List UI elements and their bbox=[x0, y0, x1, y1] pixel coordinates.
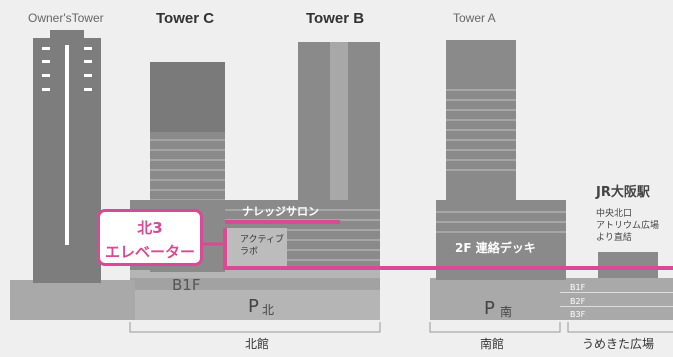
tower-b-core bbox=[330, 42, 348, 212]
jr-line1: 中央北口 bbox=[596, 209, 633, 219]
north-building-label: 北館 bbox=[245, 337, 270, 351]
b1f-label: B1F bbox=[172, 276, 201, 294]
callout-line2: エレベーター bbox=[104, 243, 195, 261]
umekita-label: うめきた広場 bbox=[582, 337, 655, 351]
north-podium-stripe-1 bbox=[130, 278, 380, 290]
south-bracket bbox=[429, 322, 561, 333]
owners-tower-label: Owner'sTower bbox=[28, 11, 104, 25]
tower-a bbox=[446, 40, 516, 205]
callout-line1: 北3 bbox=[137, 219, 163, 237]
elevator-callout: 北3 エレベーター bbox=[97, 209, 203, 266]
tower-b-label: Tower B bbox=[306, 10, 365, 27]
p-north-main: P bbox=[248, 296, 259, 317]
jr-building bbox=[598, 252, 658, 278]
owners-tower-windows bbox=[42, 47, 92, 91]
south-podium-stripe-2 bbox=[560, 306, 673, 307]
p-south-sub: 南 bbox=[500, 305, 513, 319]
south-building-label: 南館 bbox=[480, 337, 505, 351]
owners-tower-crown bbox=[50, 30, 84, 40]
owners-tower-spine bbox=[65, 45, 69, 245]
jr-line2: アトリウム広場 bbox=[596, 221, 660, 231]
p-south-main: P bbox=[484, 298, 495, 319]
tower-c-top bbox=[150, 62, 225, 132]
north-bracket bbox=[129, 322, 381, 333]
north-podium bbox=[130, 268, 380, 320]
floor-b3f: B3F bbox=[570, 310, 586, 319]
active-lab-label-1: アクティブ bbox=[240, 235, 285, 245]
elevator-route-line bbox=[223, 228, 673, 270]
umekita-bracket bbox=[567, 322, 673, 333]
tower-c-label: Tower C bbox=[156, 10, 215, 27]
floor-b2f: B2F bbox=[570, 297, 586, 306]
tower-a-label: Tower A bbox=[453, 11, 496, 25]
active-lab-area bbox=[225, 228, 287, 266]
p-north-sub: 北 bbox=[262, 303, 275, 317]
tower-a-floors bbox=[436, 89, 566, 233]
active-lab-label-2: ラボ bbox=[240, 247, 259, 257]
knowledge-salon-label: ナレッジサロン bbox=[242, 205, 319, 218]
jr-line3: より直結 bbox=[596, 233, 632, 243]
deck-label: 2F 連絡デッキ bbox=[455, 241, 536, 255]
jr-osaka-label: JR大阪駅 bbox=[596, 185, 650, 200]
south-podium bbox=[430, 278, 673, 320]
south-podium-stripe bbox=[560, 292, 673, 293]
floor-b1f: B1F bbox=[570, 283, 586, 292]
owners-podium bbox=[10, 280, 135, 320]
